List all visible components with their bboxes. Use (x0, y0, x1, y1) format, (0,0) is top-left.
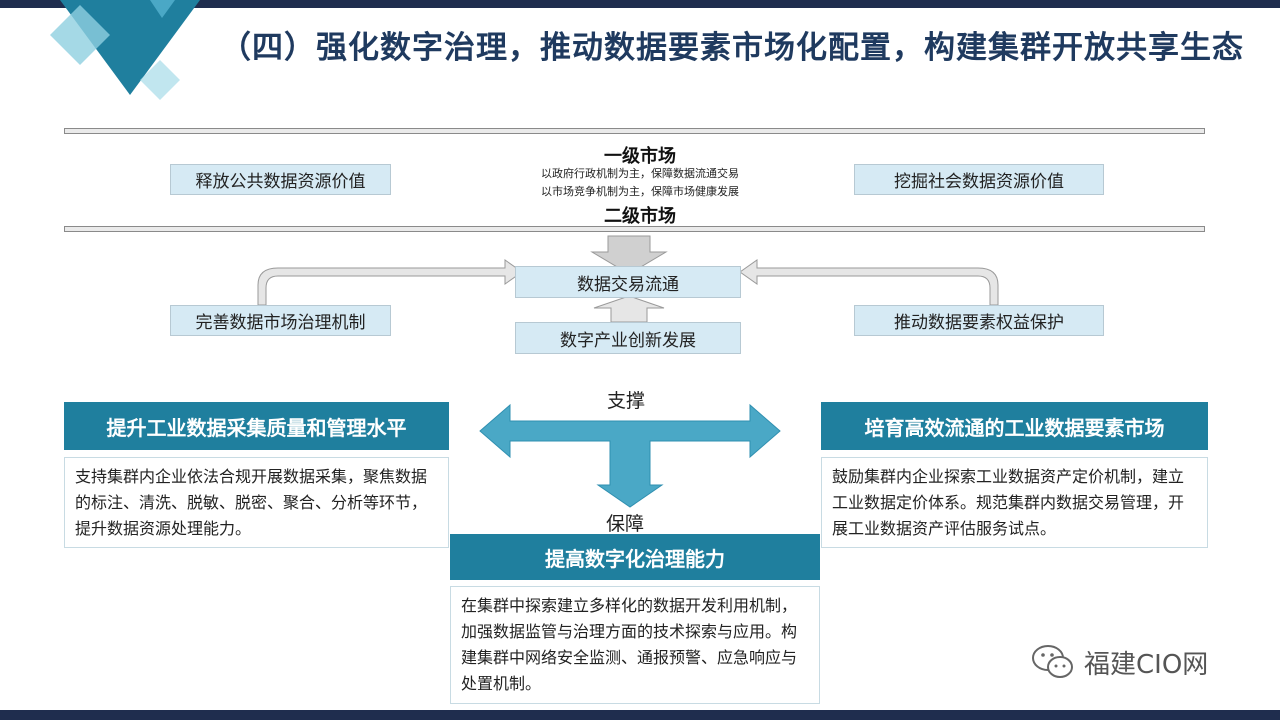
top-bar (0, 0, 1280, 8)
right-curved-arrow (739, 259, 999, 306)
box-improve-governance: 完善数据市场治理机制 (170, 305, 391, 336)
box-rights-protection: 推动数据要素权益保护 (854, 305, 1104, 336)
flow-arrows (257, 235, 999, 323)
primary-market-note-2: 以市场竞争机制为主，保障市场健康发展 (541, 185, 739, 198)
cross-arrow (479, 403, 781, 508)
wechat-icon (1032, 645, 1073, 678)
page-title: （四）强化数字治理，推动数据要素市场化配置，构建集群开放共享生态 (220, 30, 1244, 66)
box-release-public-data: 释放公共数据资源价值 (170, 164, 391, 195)
bottom-panel-body: 在集群中探索建立多样化的数据开发利用机制，加强数据监管与治理方面的技术探索与应用… (450, 586, 820, 704)
bottom-panel-heading: 提高数字化治理能力 (450, 534, 820, 580)
box-mine-social-data: 挖掘社会数据资源价值 (854, 164, 1104, 195)
box-industry-innovation: 数字产业创新发展 (515, 322, 741, 354)
market-divider-bottom (64, 226, 1205, 232)
secondary-market-title: 二级市场 (604, 206, 676, 227)
primary-market-title: 一级市场 (604, 146, 676, 167)
up-arrow (593, 295, 665, 323)
down-arrow (590, 235, 668, 275)
left-curved-arrow (257, 259, 523, 306)
right-panel-body: 鼓励集群内企业探索工业数据资产定价机制，建立工业数据定价体系。规范集群内数据交易… (821, 457, 1208, 548)
guarantee-label: 保障 (606, 513, 645, 535)
left-panel-body: 支持集群内企业依法合规开展数据采集，聚焦数据的标注、清洗、脱敏、脱密、聚合、分析… (64, 457, 449, 548)
right-panel-heading: 培育高效流通的工业数据要素市场 (821, 402, 1208, 450)
bottom-bar (0, 710, 1280, 720)
support-label: 支撑 (607, 390, 646, 412)
market-divider-top (64, 128, 1205, 134)
primary-market-note-1: 以政府行政机制为主，保障数据流通交易 (541, 167, 739, 180)
corner-decoration (50, 0, 200, 100)
watermark-text: 福建CIO网 (1084, 649, 1209, 680)
left-panel-heading: 提升工业数据采集质量和管理水平 (64, 402, 449, 450)
box-data-trading: 数据交易流通 (515, 266, 741, 298)
wechat-watermark: 福建CIO网 (1030, 640, 1250, 684)
